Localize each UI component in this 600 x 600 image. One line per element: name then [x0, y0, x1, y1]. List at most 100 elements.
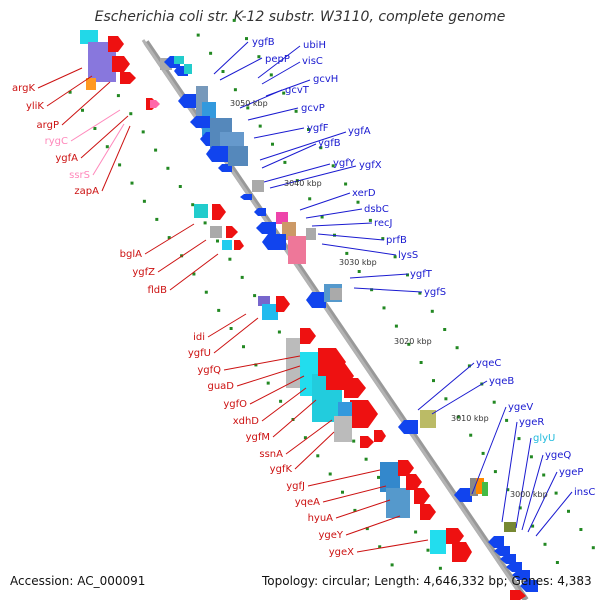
tick-dot [393, 255, 397, 259]
tick-dot [368, 218, 372, 222]
gene-label[interactable]: ubiH [303, 40, 326, 51]
gene-label[interactable]: ygfJ [286, 481, 305, 492]
leader-line [213, 41, 249, 75]
gene-label[interactable]: prfB [386, 235, 407, 246]
gene-label[interactable]: zapA [74, 186, 99, 197]
gene-label[interactable]: ygfB [318, 138, 341, 149]
gene-label[interactable]: yqeB [489, 376, 514, 387]
leader-line [501, 421, 518, 523]
gene-block [306, 228, 316, 240]
tick-dot [308, 197, 312, 201]
gene-label[interactable]: ygfU [188, 348, 211, 359]
gene-label[interactable]: hyuA [308, 513, 334, 524]
gene-arrow [112, 56, 130, 72]
gene-label[interactable]: ygfB [252, 37, 275, 48]
gene-label[interactable]: ygfT [410, 269, 433, 280]
gene-label[interactable]: ygeY [318, 530, 343, 541]
gene-label[interactable]: bglA [120, 249, 142, 260]
leader-line [259, 131, 347, 161]
gene-label[interactable]: glyU [533, 433, 555, 444]
gene-block [334, 416, 352, 442]
tick-dot [257, 55, 261, 59]
tick-dot [216, 239, 219, 243]
gene-label[interactable]: lysS [398, 250, 418, 261]
gene-label[interactable]: ygeQ [545, 450, 571, 461]
gene-label[interactable]: argK [12, 83, 35, 94]
tick-dot [279, 399, 283, 403]
gene-label[interactable]: guaD [207, 381, 234, 392]
tick-dot [245, 37, 248, 41]
gene-label[interactable]: visC [302, 56, 323, 67]
tick-dot [567, 509, 570, 513]
gene-arrow [234, 240, 244, 250]
gene-label[interactable]: yqeA [295, 497, 320, 508]
gene-label[interactable]: dsbC [364, 204, 389, 215]
gene-label[interactable]: ygfX [359, 160, 382, 171]
gene-label[interactable]: idi [193, 332, 205, 343]
tick-dot [328, 472, 332, 476]
gene-label[interactable]: rygC [45, 136, 68, 147]
forward-strand-genes [160, 56, 538, 592]
gene-label[interactable]: argP [37, 120, 59, 131]
gene-label[interactable]: ygfA [55, 153, 78, 164]
tick-dot [130, 181, 134, 185]
leader-line [299, 192, 351, 211]
gene-label[interactable]: ygeV [508, 402, 533, 413]
gene-label[interactable]: ygfQ [197, 365, 221, 376]
gene-label[interactable]: ygfZ [132, 267, 155, 278]
leader-line [431, 380, 488, 415]
gene-label[interactable]: fldB [147, 285, 167, 296]
tick-dot [246, 106, 250, 110]
leader-line [269, 165, 357, 189]
tick-dot [192, 272, 196, 276]
tick-dot [444, 397, 448, 401]
gene-label[interactable]: ygfF [307, 123, 329, 134]
gene-label[interactable]: ygfO [223, 399, 247, 410]
gene-label[interactable]: ssnA [259, 449, 283, 460]
tick-dot [344, 182, 348, 186]
gene-label[interactable]: ssrS [69, 170, 90, 181]
gene-label[interactable]: yliK [26, 101, 44, 112]
tick-dot [142, 199, 146, 203]
gene-arrow [398, 420, 418, 434]
gene-label[interactable]: pepP [265, 54, 290, 65]
tick-dot [283, 160, 287, 164]
gene-label[interactable]: gcvP [301, 103, 325, 114]
gene-arrow [344, 378, 366, 398]
gene-label[interactable]: insC [574, 487, 595, 498]
gene-label[interactable]: ygfY [333, 158, 356, 169]
gene-label[interactable]: ygfK [270, 464, 293, 475]
leader-line [345, 515, 401, 536]
tick-dot [266, 381, 270, 385]
gene-label[interactable]: gcvH [313, 74, 338, 85]
gene-label[interactable]: yqeC [476, 358, 501, 369]
tick-dot [443, 328, 447, 331]
tick-dot [352, 439, 356, 443]
tick-dot [141, 130, 145, 134]
gene-label[interactable]: ygeX [329, 547, 354, 558]
gene-label[interactable]: ygfM [246, 432, 270, 443]
leader-line [144, 223, 195, 255]
leader-line [305, 208, 363, 219]
tick-dot [481, 451, 485, 455]
gene-block [482, 482, 488, 496]
gene-label[interactable]: gcvT [285, 85, 310, 96]
gene-label[interactable]: ygfS [424, 287, 446, 298]
gene-label[interactable]: xerD [352, 188, 376, 199]
tick-dot [518, 506, 522, 510]
accession-text: Accession: AC_000091 [10, 574, 146, 588]
gene-label[interactable]: recJ [374, 218, 393, 229]
tick-dot [228, 257, 232, 261]
leader-line [223, 355, 301, 371]
tick-dot [365, 527, 369, 531]
gene-block [286, 338, 300, 388]
gene-label[interactable]: ygeR [519, 417, 544, 428]
leader-line [261, 387, 307, 422]
tick-dot [191, 203, 195, 207]
gene-block [330, 288, 342, 300]
genome-summary-text: Topology: circular; Length: 4,646,332 bp… [262, 574, 592, 588]
gene-label[interactable]: ygfA [348, 126, 371, 137]
gene-label[interactable]: ygeP [559, 467, 583, 478]
gene-label[interactable]: xdhD [233, 416, 260, 427]
tick-dot [364, 457, 368, 461]
